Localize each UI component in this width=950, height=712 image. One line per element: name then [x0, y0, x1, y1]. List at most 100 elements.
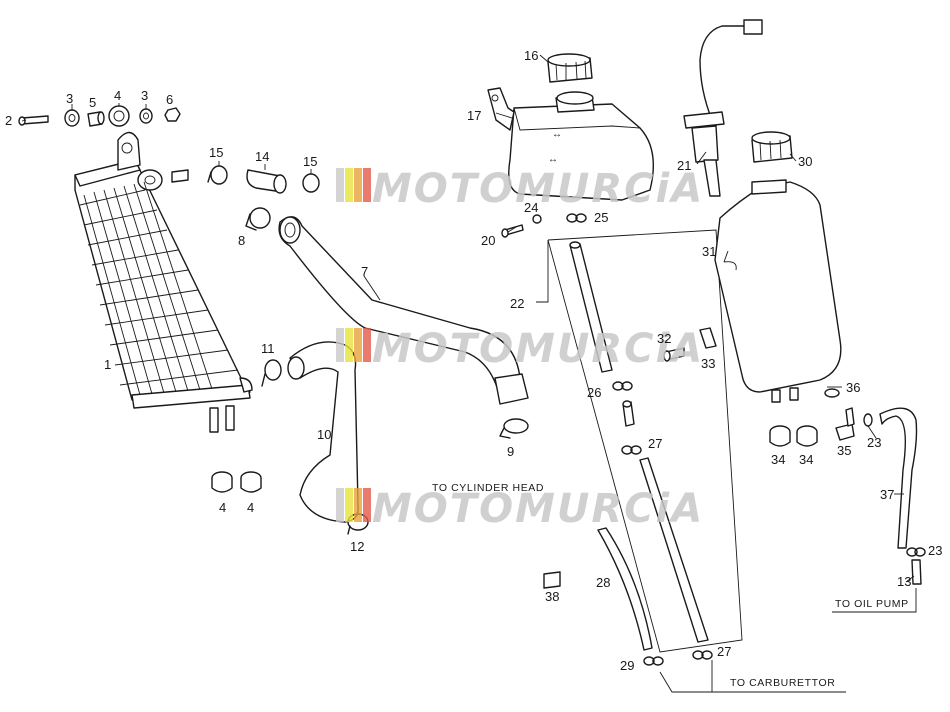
part-label-5: 5: [89, 95, 96, 110]
watermark-text-middle: MOTOMURCiA: [372, 326, 704, 372]
watermark-top: MOTOMURCiA: [336, 166, 704, 212]
part-label-17: 17: [467, 108, 481, 123]
note-to-cylinder-head: TO CYLINDER HEAD: [432, 482, 544, 494]
part-label-16: 16: [524, 48, 538, 63]
connector-part-13: [911, 559, 922, 585]
part-label-23a: 23: [867, 435, 881, 450]
part-label-33: 33: [701, 356, 715, 371]
clip-part-26: [612, 381, 633, 391]
clip-part-27b: [692, 650, 713, 660]
clip-part-25: [566, 213, 587, 223]
hose-part-28: [597, 527, 653, 651]
part-label-27b: 27: [717, 644, 731, 659]
washer-part-36: [824, 388, 840, 398]
part-label-3b: 3: [141, 88, 148, 103]
part-label-13: 13: [897, 574, 911, 589]
grommet-part-34b: [796, 425, 818, 447]
part-label-8: 8: [238, 233, 245, 248]
clamp-part-15b: [302, 173, 320, 193]
part-label-3a: 3: [66, 91, 73, 106]
hose-part-37: [879, 407, 918, 549]
watermark-text-top: MOTOMURCiA: [372, 166, 704, 212]
part-label-28: 28: [596, 575, 610, 590]
part-label-9: 9: [507, 444, 514, 459]
washer-part-24: [532, 214, 542, 224]
part-label-34a: 34: [771, 452, 785, 467]
clip-part-27a: [621, 445, 642, 455]
part-label-32: 32: [657, 331, 671, 346]
fitting-part-35: [835, 407, 855, 441]
grommet-part-4a: [108, 105, 130, 127]
level-sensor-part-21: [683, 19, 763, 197]
part-label-4a: 4: [114, 88, 121, 103]
spacer-part-5: [87, 111, 105, 127]
part-label-26: 26: [587, 385, 601, 400]
hose-part-7: [278, 216, 529, 405]
screw-part-2: [18, 115, 49, 126]
cap-part-16: [547, 53, 593, 83]
part-label-2: 2: [5, 113, 12, 128]
watermark-bottom: MOTOMURCiA: [336, 486, 704, 532]
svg-text:↔: ↔: [552, 129, 562, 140]
part-label-15a: 15: [209, 145, 223, 160]
clamp-part-8: [245, 207, 271, 231]
clamp-part-15a: [207, 165, 228, 185]
radiator-part: [74, 131, 253, 433]
clip-part-38: [543, 571, 561, 589]
part-number-labels: 1 2 3 4 3 6 5 15 14 15 8 7 11 10 9 12 4 …: [5, 48, 942, 673]
part-label-21: 21: [677, 158, 691, 173]
washer-part-3b: [139, 108, 153, 124]
part-label-1: 1: [104, 357, 111, 372]
clip-part-29: [643, 656, 664, 666]
part-label-20: 20: [481, 233, 495, 248]
svg-text:↔: ↔: [548, 154, 558, 165]
part-label-22: 22: [510, 296, 524, 311]
part-label-15b: 15: [303, 154, 317, 169]
part-label-7: 7: [361, 264, 368, 279]
note-to-oil-pump: TO OIL PUMP: [835, 598, 909, 610]
routing-notes: TO CYLINDER HEAD TO CARBURETTOR TO OIL P…: [432, 482, 909, 689]
part-label-10: 10: [317, 427, 331, 442]
screw-part-32: [663, 347, 685, 362]
hose-set-outline-22: [536, 229, 743, 653]
part-label-6: 6: [166, 92, 173, 107]
part-label-30: 30: [798, 154, 812, 169]
part-label-34b: 34: [799, 452, 813, 467]
leader-lines: [21, 54, 917, 693]
watermark-middle: MOTOMURCiA: [336, 326, 704, 372]
part-label-4b: 4: [219, 500, 226, 515]
part-label-25: 25: [594, 210, 608, 225]
hose-part-27: [639, 457, 709, 643]
grommet-part-34a: [769, 425, 791, 447]
nut-part-6: [164, 107, 181, 122]
part-label-14: 14: [255, 149, 269, 164]
part-label-23b: 23: [928, 543, 942, 558]
connector-part-27a: [622, 400, 635, 427]
part-label-38: 38: [545, 589, 559, 604]
clip-part-23a: [863, 413, 873, 427]
watermark-text-bottom: MOTOMURCiA: [372, 486, 704, 532]
part-label-29: 29: [620, 658, 634, 673]
clamp-part-11: [261, 359, 282, 387]
washer-part-3a: [64, 109, 80, 127]
grommet-part-4b: [211, 471, 233, 493]
clip-part-33: [699, 327, 717, 349]
hose-part-22: [569, 241, 613, 373]
cap-part-30: [751, 131, 793, 163]
screw-part-20: [501, 224, 524, 238]
grommet-part-4c: [240, 471, 262, 493]
part-label-31: 31: [702, 244, 716, 259]
oil-tank-part-31: [714, 179, 842, 403]
clamp-part-9: [499, 418, 529, 439]
expansion-tank-part-17: ↔ ↔: [487, 87, 655, 201]
part-label-24: 24: [524, 200, 538, 215]
part-label-35: 35: [837, 443, 851, 458]
hose-part-14: [246, 169, 287, 194]
part-label-27a: 27: [648, 436, 662, 451]
part-label-36: 36: [846, 380, 860, 395]
clip-part-23b: [906, 547, 926, 557]
part-label-37: 37: [880, 487, 894, 502]
note-to-carburettor: TO CARBURETTOR: [730, 677, 835, 689]
